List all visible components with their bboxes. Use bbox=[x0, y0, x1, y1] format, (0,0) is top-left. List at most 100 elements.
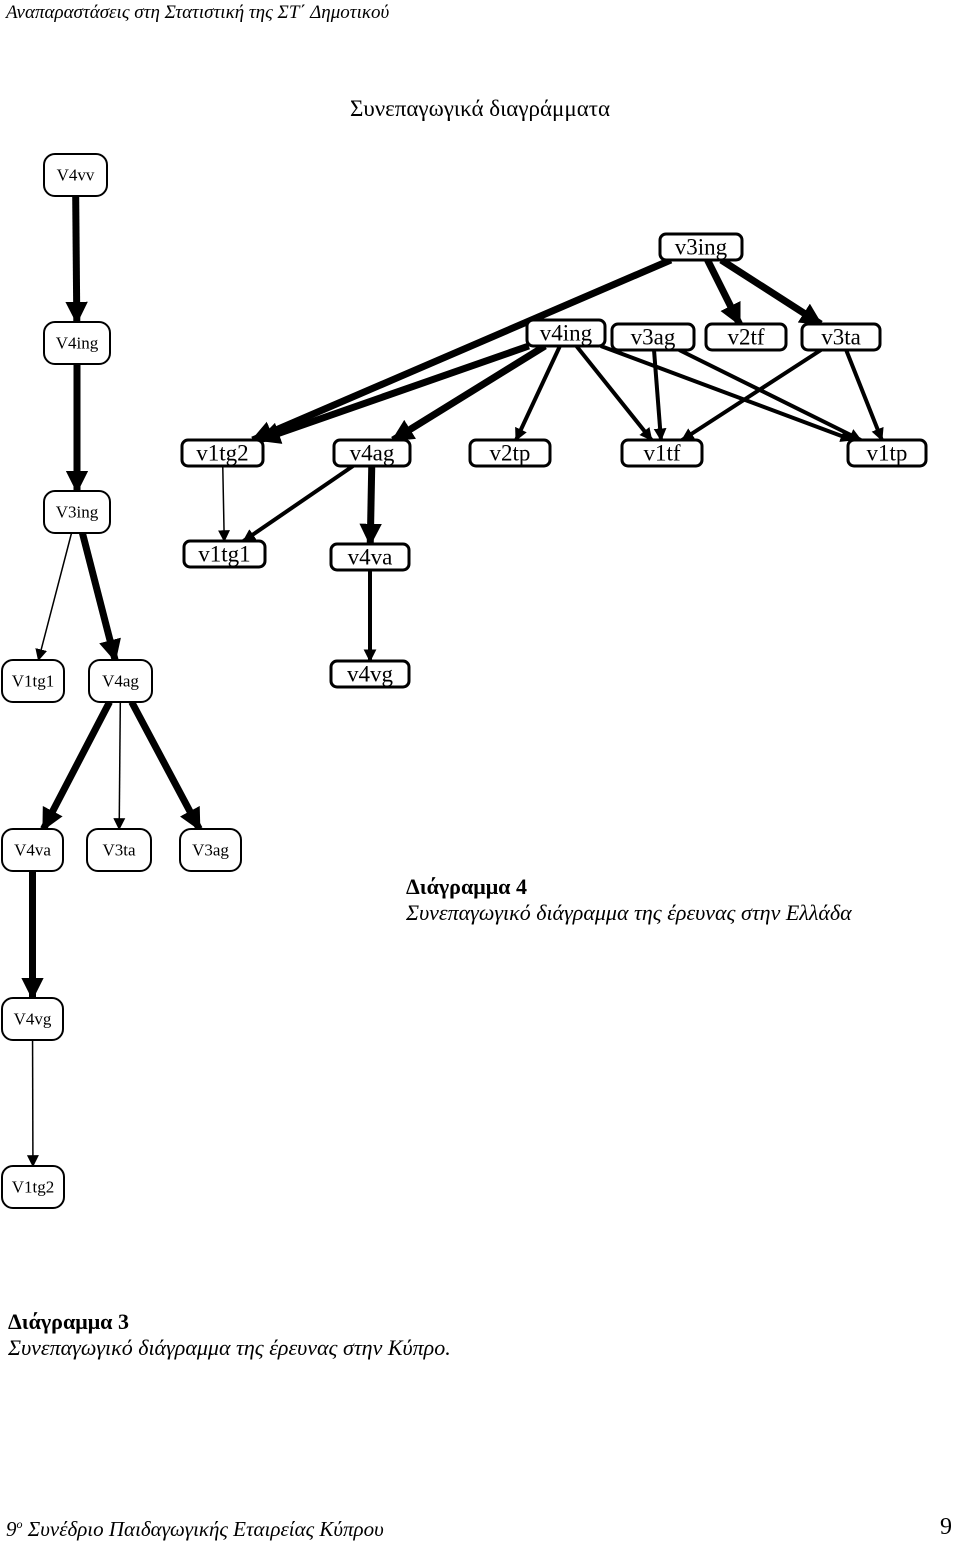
node-v2tp: v2tp bbox=[468, 438, 552, 468]
node-label: V3ing bbox=[56, 503, 99, 522]
node-label: v1tg1 bbox=[198, 542, 250, 567]
node-V4vg: V4vg bbox=[1, 997, 64, 1041]
node-v3ing: v3ing bbox=[658, 232, 744, 262]
footer-ordinal-suffix: ο bbox=[16, 1517, 23, 1531]
node-label: V3ta bbox=[102, 841, 136, 860]
caption-title: Διάγραμμα 3 bbox=[8, 1309, 129, 1334]
node-box bbox=[704, 322, 788, 352]
node-V4ag: V4ag bbox=[88, 659, 153, 703]
node-label: V4ing bbox=[56, 334, 99, 353]
node-box bbox=[620, 438, 704, 468]
node-box bbox=[43, 490, 111, 534]
node-v4ag: v4ag bbox=[332, 438, 412, 468]
node-box bbox=[88, 659, 153, 703]
edge-V4ag-to-V3ag bbox=[128, 700, 203, 831]
node-label: v1tg2 bbox=[196, 441, 248, 466]
node-box bbox=[43, 321, 111, 365]
page-number: 9 bbox=[940, 1514, 952, 1540]
edge-V4ag-to-V3ta bbox=[113, 701, 126, 831]
node-box bbox=[1, 659, 65, 703]
node-label: V4ag bbox=[102, 672, 139, 691]
node-box bbox=[1, 997, 64, 1041]
edges-layer bbox=[21, 195, 884, 1168]
node-box bbox=[329, 659, 411, 689]
node-V1tg1: V1tg1 bbox=[1, 659, 65, 703]
footer-ordinal-number: 9 bbox=[6, 1517, 17, 1541]
footer-conference-name: Συνέδριο Παιδαγωγικής Εταιρείας Κύπρου bbox=[27, 1517, 384, 1541]
node-V3ag: V3ag bbox=[179, 828, 242, 872]
section-title: Συνεπαγωγικά διαγράμματα bbox=[349, 96, 611, 121]
node-v4ing: v4ing bbox=[525, 318, 607, 348]
edge-v3ta-to-v1tp bbox=[844, 349, 884, 442]
node-box bbox=[610, 322, 696, 352]
node-V1tg2: V1tg2 bbox=[1, 1165, 65, 1209]
node-box bbox=[846, 438, 928, 468]
caption-text: Συνεπαγωγικό διάγραμμα της έρευνας στην … bbox=[406, 900, 852, 925]
running-header: Αναπαραστάσεις στη Στατιστική της ΣΤ΄ Δη… bbox=[6, 2, 390, 23]
edge-v4ing-to-v1tf bbox=[574, 344, 654, 442]
node-box bbox=[179, 828, 242, 872]
node-V3ta: V3ta bbox=[86, 828, 152, 872]
caption-diagram-4: Διάγραμμα 4 Συνεπαγωγικό διάγραμμα της έ… bbox=[406, 874, 852, 926]
node-box bbox=[180, 438, 265, 468]
node-v4va: v4va bbox=[329, 542, 411, 572]
node-label: v1tp bbox=[867, 441, 908, 466]
node-V4vv: V4vv bbox=[43, 153, 108, 197]
node-box bbox=[525, 318, 607, 348]
edge-V3ing-to-V4ag bbox=[79, 532, 121, 663]
edge-V4ag-to-V4va bbox=[40, 700, 113, 831]
node-label: v4ing bbox=[540, 321, 593, 346]
node-label: V4va bbox=[14, 841, 51, 860]
node-label: V1tg2 bbox=[12, 1178, 55, 1197]
node-label: V4vv bbox=[57, 166, 95, 185]
node-box bbox=[332, 438, 412, 468]
edge-v3ing-to-v3ta bbox=[719, 257, 823, 327]
node-box bbox=[43, 153, 108, 197]
node-box bbox=[468, 438, 552, 468]
edge-v4ing-to-v1tp bbox=[600, 344, 854, 442]
edge-v3ing-to-v2tf bbox=[704, 258, 743, 327]
edge-v3ta-to-v1tf bbox=[680, 348, 823, 442]
caption-title: Διάγραμμα 4 bbox=[406, 874, 527, 899]
node-label: v4vg bbox=[347, 662, 394, 687]
node-v1tg1: v1tg1 bbox=[182, 539, 267, 569]
node-label: v4ag bbox=[350, 441, 395, 466]
edge-v4ag-to-v1tg1 bbox=[242, 464, 355, 543]
caption-text: Συνεπαγωγικό διάγραμμα της έρευνας στην … bbox=[8, 1335, 451, 1360]
node-label: V1tg1 bbox=[12, 672, 55, 691]
node-v4vg: v4vg bbox=[329, 659, 411, 689]
node-box bbox=[1, 828, 64, 872]
edge-v4ag-to-v4va bbox=[359, 465, 382, 547]
node-v3ag: v3ag bbox=[610, 322, 696, 352]
node-box bbox=[1, 1165, 65, 1209]
node-label: V4vg bbox=[14, 1010, 52, 1029]
node-v1tf: v1tf bbox=[620, 438, 704, 468]
edge-v3ing-to-v1tg2 bbox=[250, 256, 673, 444]
edge-v3ag-to-v1tf bbox=[652, 349, 667, 442]
edge-V3ing-to-V1tg1 bbox=[35, 532, 73, 662]
node-label: v1tf bbox=[643, 441, 680, 466]
node-v2tf: v2tf bbox=[704, 322, 788, 352]
edge-v3ag-to-v1tp bbox=[678, 348, 862, 442]
node-label: v2tf bbox=[727, 325, 764, 350]
node-v3ta: v3ta bbox=[800, 322, 882, 352]
edge-v4ing-to-v4ag bbox=[391, 343, 547, 443]
node-V4va: V4va bbox=[1, 828, 64, 872]
edge-v1tg2-to-v1tg1 bbox=[218, 465, 231, 543]
node-V4ing: V4ing bbox=[43, 321, 111, 365]
node-label: V3ag bbox=[192, 841, 229, 860]
node-box bbox=[329, 542, 411, 572]
node-box bbox=[800, 322, 882, 352]
node-label: v3ag bbox=[631, 325, 676, 350]
edge-V4vv-to-V4ing bbox=[65, 195, 88, 325]
node-V3ing: V3ing bbox=[43, 490, 111, 534]
edge-v4ing-to-v2tp bbox=[514, 345, 562, 442]
node-box bbox=[182, 539, 267, 569]
node-v1tg2: v1tg2 bbox=[180, 438, 265, 468]
node-label: v3ing bbox=[675, 235, 728, 260]
node-label: v4va bbox=[348, 545, 393, 570]
node-box bbox=[658, 232, 744, 262]
node-box bbox=[86, 828, 152, 872]
